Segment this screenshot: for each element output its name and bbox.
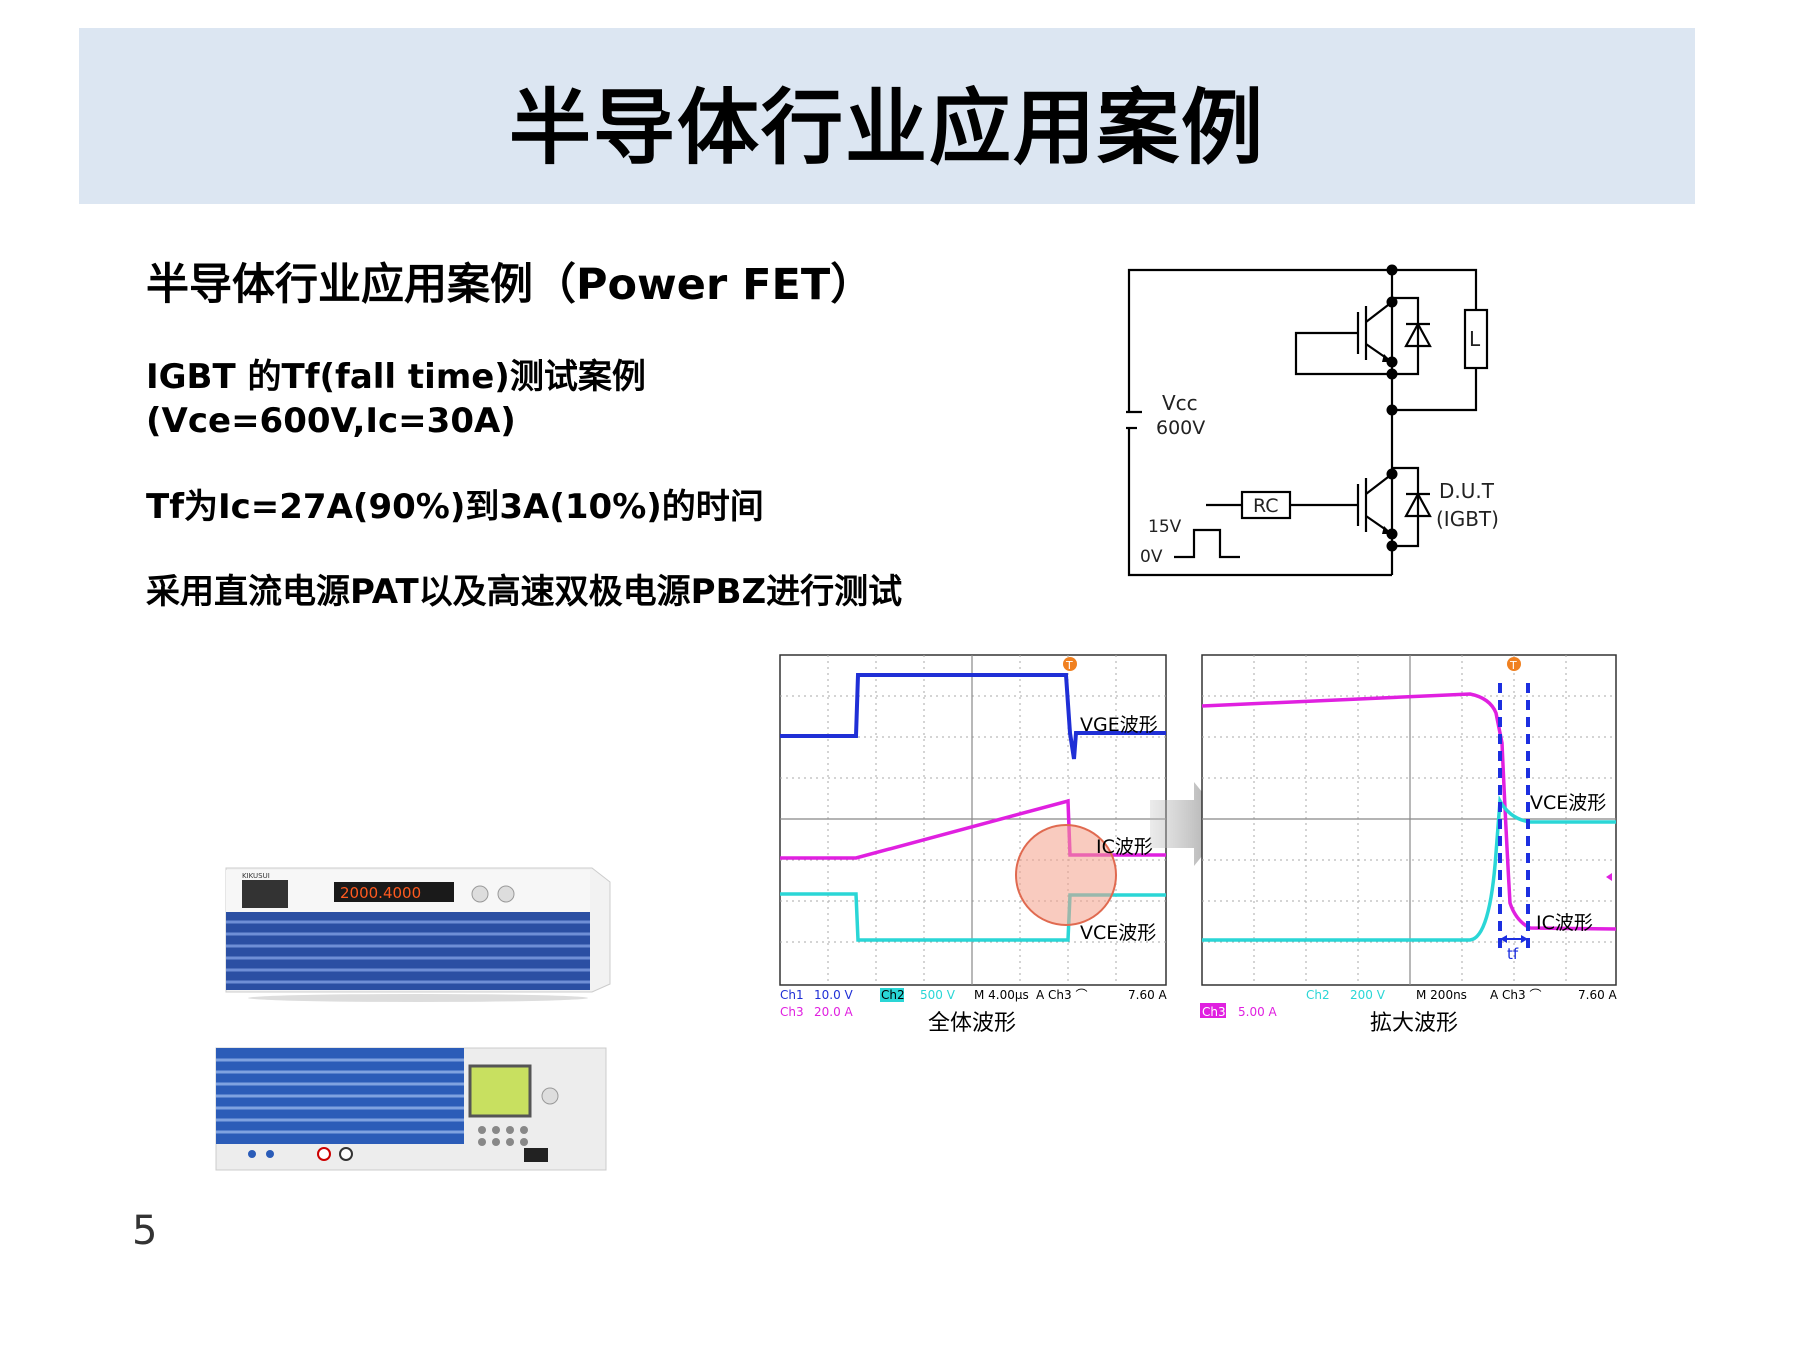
text-line-4: 采用直流电源PAT以及高速双极电源PBZ进行测试 (146, 572, 903, 612)
ch2-label-zoom: Ch2 (1306, 988, 1330, 1002)
pat-brand-label: KIKUSUI (242, 872, 270, 880)
pulse-high-label: 15V (1148, 517, 1182, 537)
vge-waveform-label: VGE波形 (1080, 714, 1158, 736)
scope-zoom-waveform: tf T VCE波形 IC波形 Ch2 200 V M 200ns A Ch3 … (1201, 654, 1618, 1002)
pbz-power-supply-image (215, 1047, 607, 1171)
ch3-label-zoom: Ch3 (1202, 1005, 1226, 1019)
rc-label: RC (1253, 495, 1279, 517)
ch1-scale: 10.0 V (814, 988, 854, 1002)
ch3-scale-zoom: 5.00 A (1238, 1005, 1278, 1019)
dut-type-label: (IGBT) (1436, 507, 1499, 531)
caption-full-waveform: 全体波形 (928, 1011, 1017, 1036)
scope-full-waveform: T VGE波形 IC波形 VCE波形 Ch1 10.0 V Ch2 500 V … (779, 654, 1168, 1002)
vce-waveform-label-zoom: VCE波形 (1530, 792, 1606, 814)
ic-waveform-label-zoom: IC波形 (1536, 912, 1593, 934)
text-line-1: IGBT 的Tf(fall time)测试案例 (146, 357, 646, 397)
vcc-label: Vcc (1162, 391, 1198, 415)
trigger-setting-full: A Ch3 ⌒ (1036, 988, 1087, 1002)
scope-full-ch3-status: Ch3 20.0 A (780, 1005, 854, 1019)
trigger-marker-zoom: T (1509, 659, 1517, 672)
pat-power-supply-image: 2000.4000 KIKUSUI (225, 867, 611, 1002)
caption-zoom-waveform: 拡大波形 (1370, 1011, 1459, 1036)
vce-waveform-label-full: VCE波形 (1080, 922, 1156, 944)
text-line-2: (Vce=600V,Ic=30A) (146, 401, 516, 441)
ch3-label-full: Ch3 (780, 1005, 804, 1019)
section-subtitle: 半导体行业应用案例（Power FET） (146, 260, 874, 310)
page-title: 半导体行业应用案例 (508, 81, 1265, 176)
ch2-label-full: Ch2 (881, 988, 905, 1002)
text-line-3: Tf为Ic=27A(90%)到3A(10%)的时间 (146, 487, 764, 527)
dut-label: D.U.T (1439, 479, 1495, 503)
pat-display-readout: 2000.4000 (340, 884, 421, 902)
title-banner: 半导体行业应用案例 (79, 28, 1695, 204)
ch1-label: Ch1 (780, 988, 804, 1002)
scope-zoom-ch3-status: Ch3 5.00 A (1200, 1003, 1278, 1019)
timebase-zoom: M 200ns (1416, 988, 1467, 1002)
ch2-scale-full: 500 V (920, 988, 956, 1002)
ch3-scale-full: 20.0 A (814, 1005, 854, 1019)
page-number: 5 (132, 1208, 158, 1254)
pulse-low-label: 0V (1140, 547, 1163, 567)
trigger-setting-zoom: A Ch3 ⌒ (1490, 988, 1541, 1002)
inductor-label: L (1469, 327, 1481, 351)
trigger-marker-full: T (1065, 659, 1073, 672)
igbt-test-circuit: Vcc 600V L RC 15V 0V D.U.T (IGBT) (1126, 264, 1499, 577)
timebase-full: M 4.00μs (974, 988, 1029, 1002)
tf-label: tf (1507, 945, 1519, 963)
trigger-level-full: 7.60 A (1128, 988, 1168, 1002)
ic-waveform-label-full: IC波形 (1096, 836, 1153, 858)
ch2-scale-zoom: 200 V (1350, 988, 1386, 1002)
vcc-value: 600V (1156, 417, 1205, 439)
trigger-level-zoom: 7.60 A (1578, 988, 1618, 1002)
